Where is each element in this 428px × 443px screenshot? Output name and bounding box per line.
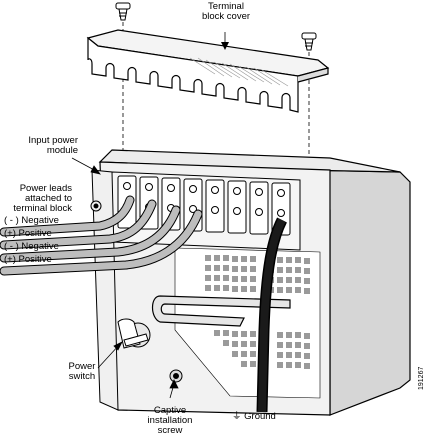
ground-symbol-icon: ⏚ [232, 411, 242, 422]
screw-label-line-1: Captive [153, 405, 187, 416]
lead-2-label: (+) Positive [4, 228, 52, 239]
power-leads [0, 195, 203, 276]
cover-label-line-2: block cover [201, 11, 251, 22]
top-screw-left [115, 2, 131, 21]
lead-3-label: ( - ) Negative [4, 241, 59, 252]
captive-screw-label: Captive installation screw [140, 406, 200, 436]
switch-label-line-2: switch [68, 371, 96, 382]
switch-label-line-1: Power [68, 361, 96, 372]
lead-4-label: (+) Positive [4, 254, 52, 265]
ground-label: ⏚ Ground [232, 412, 276, 422]
screw-label-line-3: screw [157, 425, 183, 436]
module-handle [151, 295, 291, 327]
power-leads-label: Power leads attached to terminal block [2, 184, 72, 214]
power-switch [117, 318, 151, 349]
leads-label-line-1: Power leads [19, 183, 72, 194]
lead-1-label: ( - ) Negative [4, 215, 59, 226]
screw-label-line-2: installation [147, 415, 193, 426]
captive-screw [169, 369, 183, 383]
terminal-block-cover-label: Terminal block cover [196, 2, 256, 22]
input-power-module-label: Input power module [18, 136, 78, 156]
leads-label-line-2: attached to [24, 193, 72, 204]
cover-label-line-1: Terminal [208, 1, 244, 12]
ground-text: Ground [244, 411, 276, 422]
module-label-line-2: module [46, 145, 78, 156]
module-label-line-1: Input power [28, 135, 78, 146]
figure-number: 191267 [418, 366, 425, 390]
ground-lead [256, 217, 287, 413]
power-switch-label: Power switch [62, 362, 102, 382]
callout-leaders [71, 157, 179, 399]
top-screw-right [301, 32, 317, 51]
leads-label-line-3: terminal block [13, 203, 72, 214]
terminal-block-cover [86, 29, 330, 113]
vent-grid [174, 247, 321, 399]
